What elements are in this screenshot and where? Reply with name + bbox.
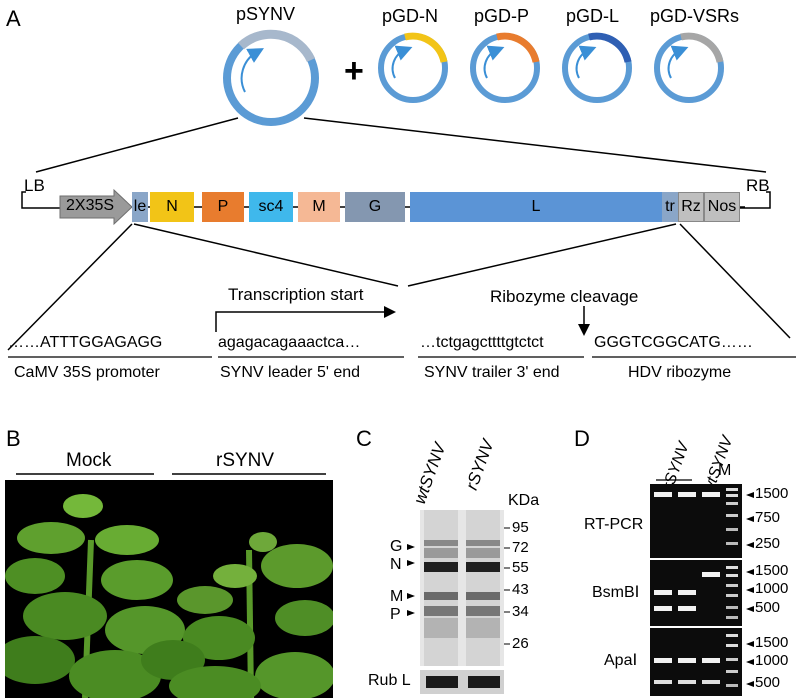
segment-le: le xyxy=(132,192,148,222)
rubisco-blot xyxy=(420,670,504,694)
segment-rz-label: Rz xyxy=(681,198,701,215)
row-rtpcr: RT-PCR xyxy=(584,516,644,533)
marker-43: 43 xyxy=(512,581,529,598)
band-p: P xyxy=(390,606,401,623)
d-marker-1500-c: 1500 xyxy=(755,634,789,651)
marker-34: 34 xyxy=(512,603,529,620)
marker-ticks-c xyxy=(504,527,510,645)
caption-hdv: HDV ribozyme xyxy=(628,364,732,381)
transcription-start-label: Transcription start xyxy=(228,285,364,304)
marker-95: 95 xyxy=(512,519,529,536)
segment-m: M xyxy=(298,192,340,222)
segment-tr: tr xyxy=(662,192,678,222)
segment-l: L xyxy=(410,192,662,222)
seq-camv: ……ATTTGGAGAGG xyxy=(8,334,163,351)
d-marker-500-c: 500 xyxy=(755,674,781,691)
mock-label: Mock xyxy=(66,450,112,471)
d-marker-250: 250 xyxy=(755,535,781,552)
marker-72: 72 xyxy=(512,539,529,556)
marker-55: 55 xyxy=(512,559,529,576)
d-marker-1500-b: 1500 xyxy=(755,562,789,579)
junction-lines xyxy=(7,223,791,351)
rsynv-lane-bracket xyxy=(656,479,692,481)
segment-rz: Rz xyxy=(678,192,704,222)
d-marker-1000-c: 1000 xyxy=(755,652,789,669)
plasmid-psynv-label: pSYNV xyxy=(236,4,296,24)
plasmid-diagrams xyxy=(35,29,767,173)
promoter-label: 2X35S xyxy=(66,197,115,214)
seq-leader: agagacagaaactca… xyxy=(218,334,361,351)
row-bsmbi: BsmBⅠ xyxy=(592,584,640,601)
rsynv-plant xyxy=(141,532,333,698)
band-n: N xyxy=(390,556,402,573)
plasmid-pgd-vsrs xyxy=(654,32,724,103)
promoter-arrow xyxy=(59,188,133,226)
gel-rtpcr xyxy=(650,484,742,558)
segment-le-label: le xyxy=(133,198,147,215)
lb-label: LB xyxy=(24,176,45,195)
plasmid-pgd-l-label: pGD-L xyxy=(566,6,620,26)
panel-label-b: B xyxy=(6,426,21,451)
segment-g-label: G xyxy=(368,198,382,215)
caption-trailer: SYNV trailer 3' end xyxy=(424,364,560,381)
lane-marker-d: M xyxy=(718,462,732,479)
band-g: G xyxy=(390,538,403,555)
plasmid-pgd-vsrs-label: pGD-VSRs xyxy=(650,6,740,26)
lane-rsynv-c: rSYNV xyxy=(462,437,498,493)
panel-label-d: D xyxy=(574,426,590,451)
panel-label-a: A xyxy=(6,6,21,31)
marker-26: 26 xyxy=(512,635,529,652)
western-blot xyxy=(420,510,504,666)
d-marker-500-b: 500 xyxy=(755,599,781,616)
rsynv-label: rSYNV xyxy=(216,450,275,471)
rubl-label: Rub L xyxy=(368,672,411,689)
seq-hdv: GGGTCGGCATG…… xyxy=(594,334,753,351)
caption-camv: CaMV 35S promoter xyxy=(14,364,160,381)
panel-label-c: C xyxy=(356,426,372,451)
gel-bsmbi xyxy=(650,560,742,626)
segment-g: G xyxy=(345,192,405,222)
segment-sc4-label: sc4 xyxy=(258,198,284,215)
d-marker-750: 750 xyxy=(755,509,781,526)
plant-photo xyxy=(5,480,333,698)
segment-p: P xyxy=(202,192,244,222)
plasmid-pgd-p-label: pGD-P xyxy=(474,6,530,26)
segment-nos-label: Nos xyxy=(707,198,737,215)
segment-n-label: N xyxy=(166,198,178,215)
panel-b-underlines xyxy=(16,473,326,475)
segment-sc4: sc4 xyxy=(249,192,293,222)
sequence-underlines xyxy=(8,356,796,358)
plasmid-pgd-p xyxy=(470,32,540,103)
caption-leader: SYNV leader 5' end xyxy=(220,364,361,381)
plasmid-psynv xyxy=(223,29,319,126)
band-arrows xyxy=(407,544,415,616)
plasmid-pgd-n xyxy=(378,32,448,103)
marker-arrows-d xyxy=(746,492,754,687)
kda-label: KDa xyxy=(508,492,540,509)
seq-trailer: …tctgagcttttgtctct xyxy=(420,334,544,351)
d-marker-1500-a: 1500 xyxy=(755,485,789,502)
segment-m-label: M xyxy=(312,198,326,215)
band-m: M xyxy=(390,588,404,605)
plasmid-pgd-n-label: pGD-N xyxy=(382,6,439,26)
gel-apai xyxy=(650,628,742,696)
plus-sign: + xyxy=(344,52,364,90)
plasmid-pgd-l xyxy=(562,32,632,103)
segment-n: N xyxy=(150,192,194,222)
segment-p-label: P xyxy=(217,198,229,215)
d-marker-1000-b: 1000 xyxy=(755,580,789,597)
segment-nos: Nos xyxy=(704,192,740,222)
segment-tr-label: tr xyxy=(665,198,675,215)
row-apai: ApaⅠ xyxy=(604,652,638,669)
rb-label: RB xyxy=(746,176,770,195)
lane-wtsynv-c: wtSYNV xyxy=(410,440,450,507)
ribozyme-cleavage-label: Ribozyme cleavage xyxy=(490,287,639,306)
segment-l-label: L xyxy=(531,198,541,215)
